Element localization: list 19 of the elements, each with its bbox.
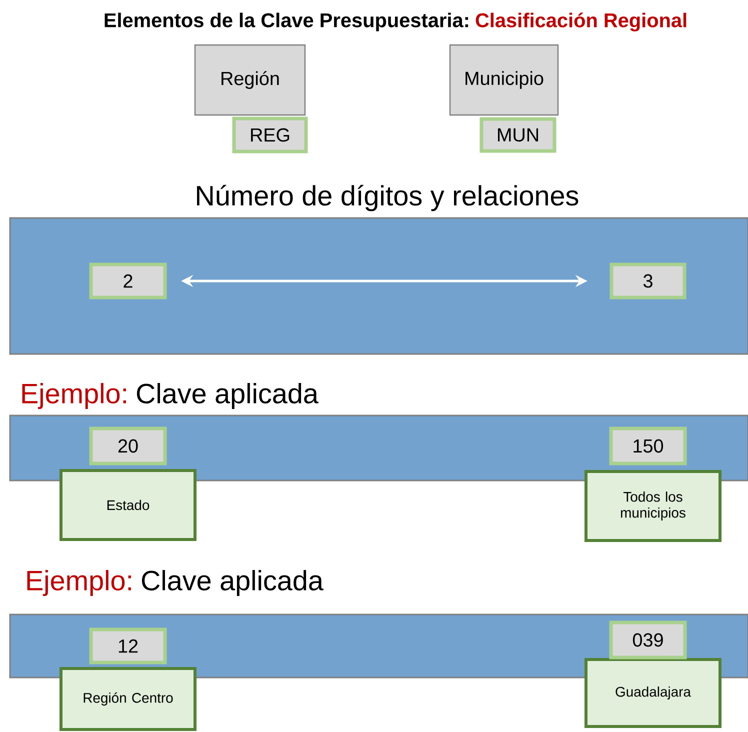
title: Elementos de la Clave Presupuestaria: <box>104 12 468 32</box>
code-box: 3 <box>610 262 686 300</box>
code-box: 2 <box>89 262 167 300</box>
description-box: Estado <box>60 469 196 541</box>
description-box: Región Centro <box>60 667 196 731</box>
code-box: MUN <box>480 117 556 153</box>
code-box: 150 <box>609 426 687 466</box>
code-box: 12 <box>89 628 167 664</box>
description-box: Todos los municipios <box>584 470 722 542</box>
node-label: Ejemplo: <box>27 570 131 596</box>
node-label: Clave aplicada <box>136 383 318 409</box>
code-box: REG <box>232 116 308 154</box>
node-label: Ejemplo: <box>22 383 126 409</box>
node-label: Clave aplicada <box>142 570 324 596</box>
subtitle: Clasificación Regional <box>476 12 686 32</box>
description-box: Guadalajara <box>584 658 722 728</box>
code-box: 039 <box>609 620 687 660</box>
code-box: 20 <box>89 426 167 466</box>
node-label: Número de dígitos y relaciones <box>197 184 578 212</box>
